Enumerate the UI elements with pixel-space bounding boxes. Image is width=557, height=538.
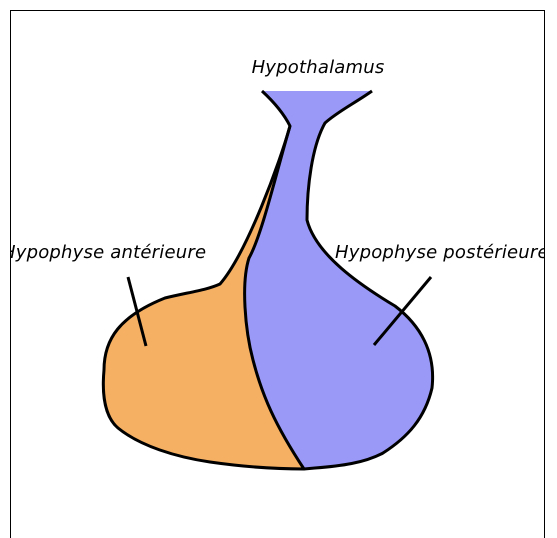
anterior-pituitary-label: Hypophyse antérieure — [2, 242, 206, 263]
posterior-pituitary-label: Hypophyse postérieure — [335, 242, 549, 263]
hypothalamus-label: Hypothalamus — [252, 57, 385, 78]
